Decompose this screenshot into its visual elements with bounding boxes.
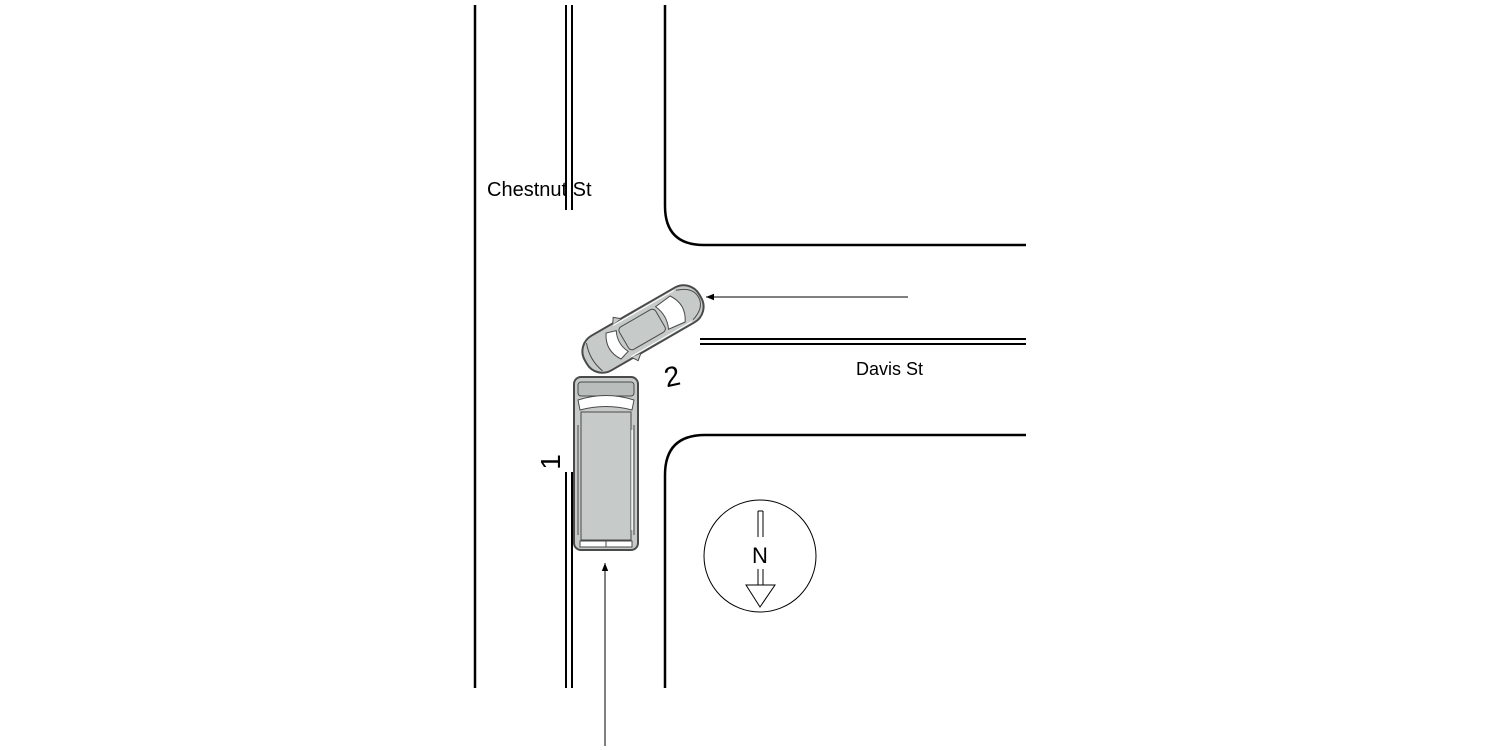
chestnut-st-label: Chestnut St (487, 179, 592, 201)
chestnut-st-road (473, 5, 1026, 688)
vehicle-1-label: 1 (535, 454, 566, 470)
vehicle-2-car (581, 284, 705, 374)
northeast-curb (663, 5, 1026, 247)
vehicle-2-label: 2 (661, 360, 683, 394)
vehicle-1-van (573, 376, 639, 551)
southeast-curb (663, 433, 1026, 688)
compass-north-label: N (752, 543, 768, 568)
davis-st-label: Davis St (856, 359, 923, 379)
compass-arrow-icon (745, 584, 776, 608)
davis-st-center-line (700, 338, 1026, 345)
north-compass: N (703, 499, 817, 613)
